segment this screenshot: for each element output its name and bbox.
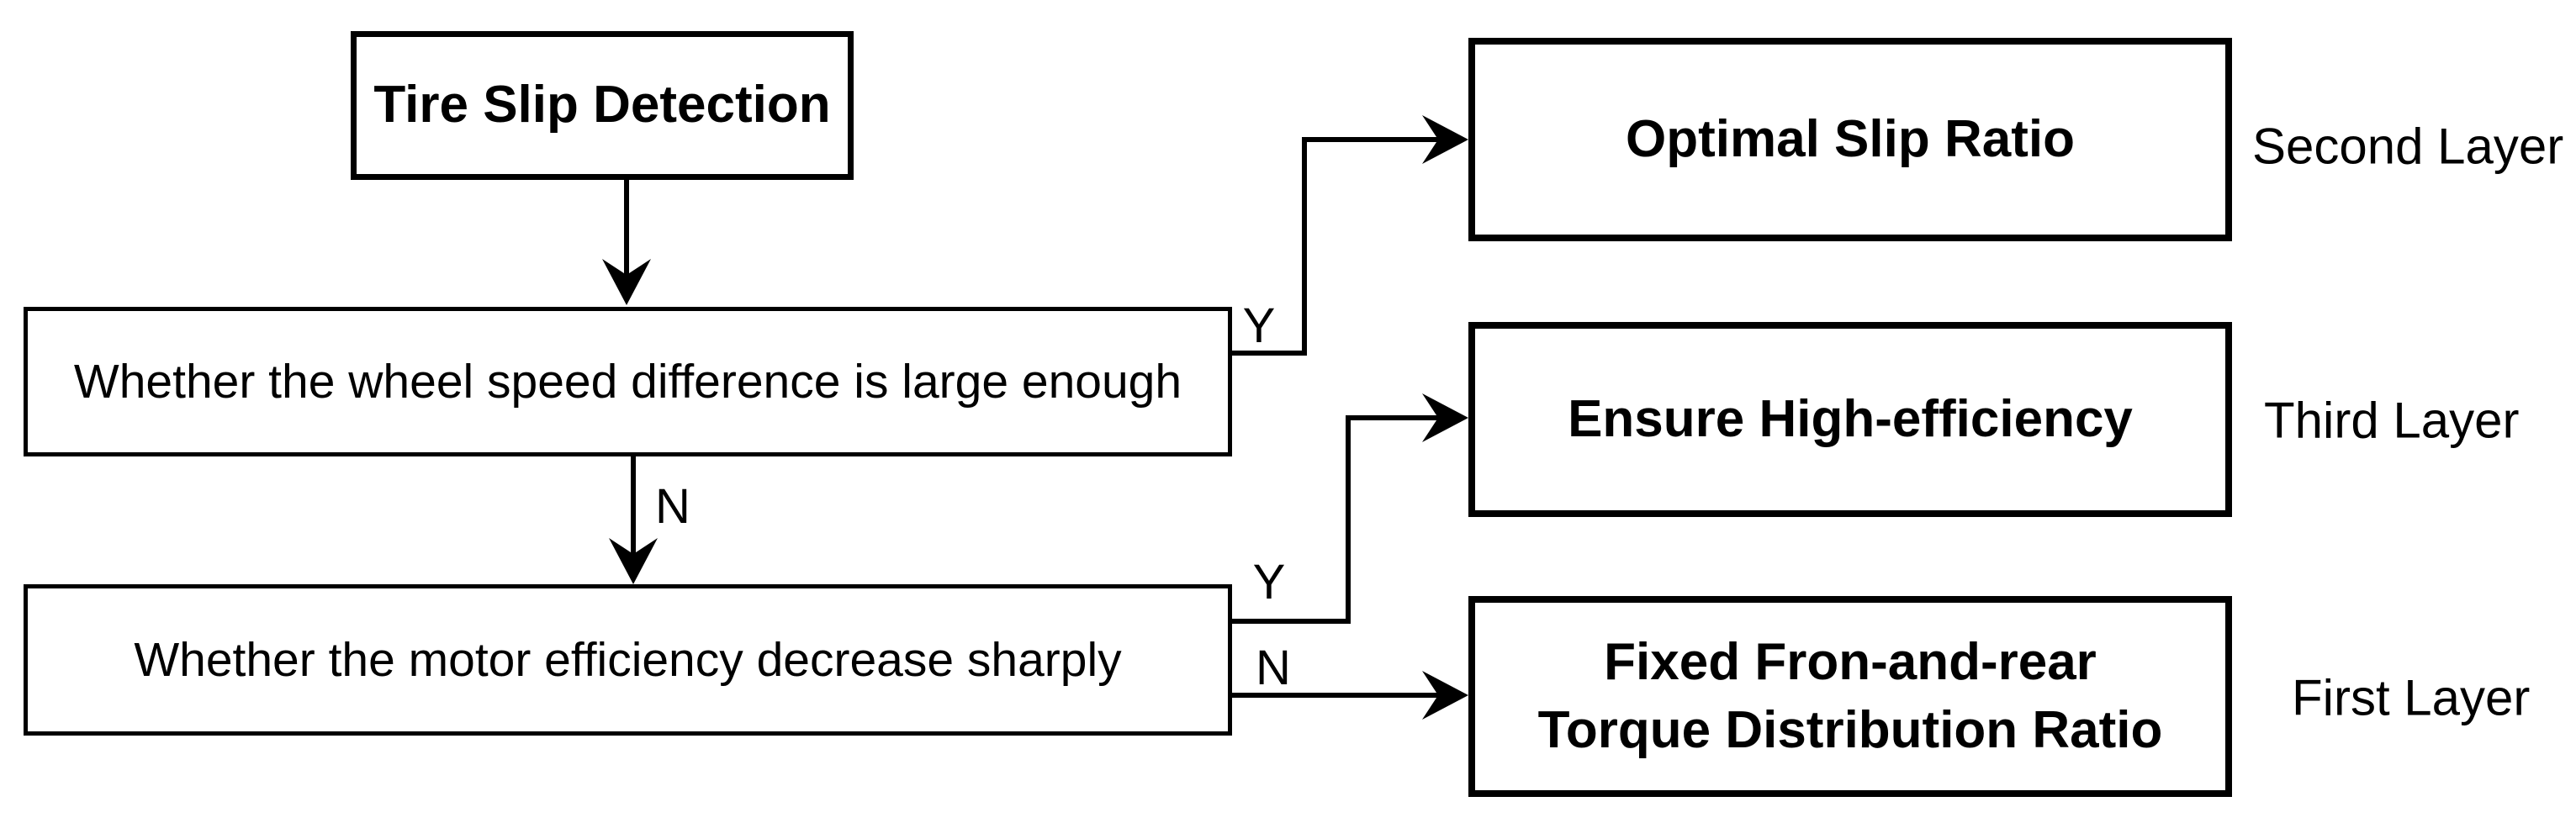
edge-label-n-motor-efficiency: N xyxy=(1256,641,1291,695)
arrowhead-right-fixed xyxy=(1422,671,1468,720)
arrowhead-down-wheel xyxy=(602,259,651,305)
layer-label-third: Third Layer xyxy=(2264,392,2520,449)
edge-label-n-wheel-speed: N xyxy=(655,479,690,534)
layer-label-first: First Layer xyxy=(2292,669,2531,726)
node-wheel-speed-difference-question: Whether the wheel speed difference is la… xyxy=(24,307,1232,456)
edge-label-y-motor-efficiency: Y xyxy=(1252,555,1286,609)
node-tire-slip-detection: Tire Slip Detection xyxy=(351,31,854,180)
node-motor-efficiency-question: Whether the motor efficiency decrease sh… xyxy=(24,584,1232,736)
edge-label-y-wheel-speed: Y xyxy=(1242,298,1276,353)
arrowhead-down-motor xyxy=(609,538,658,584)
arrowhead-right-efficiency xyxy=(1422,393,1468,442)
arrowhead-right-slip xyxy=(1422,115,1468,164)
layer-label-second: Second Layer xyxy=(2252,118,2564,175)
node-ensure-high-efficiency: Ensure High-efficiency xyxy=(1468,322,2232,517)
node-fixed-torque-distribution-ratio: Fixed Fron-and-rear Torque Distribution … xyxy=(1468,596,2232,797)
node-optimal-slip-ratio: Optimal Slip Ratio xyxy=(1468,38,2232,241)
